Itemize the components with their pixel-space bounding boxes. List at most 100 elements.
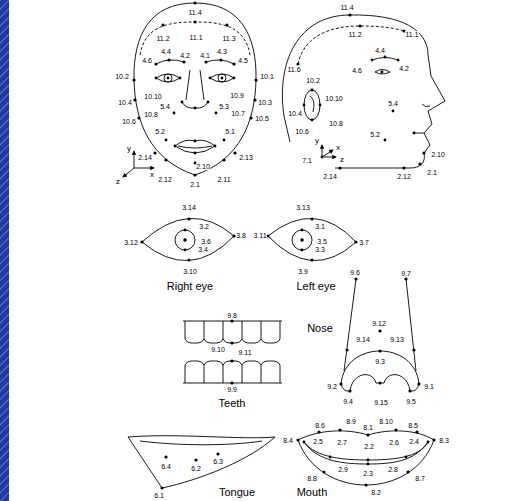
feature-point-number: 8.6 — [315, 422, 326, 429]
front-face-drawing — [178, 146, 212, 148]
feature-point — [153, 151, 156, 154]
feature-point — [358, 24, 361, 27]
feature-point-number: 2.5 — [313, 438, 324, 445]
feature-point-number: 9.1 — [424, 383, 435, 390]
feature-point-number: 9.4 — [343, 398, 354, 405]
feature-point-number: 11.1 — [405, 31, 419, 38]
feature-point-number: 9.8 — [227, 312, 238, 319]
feature-point — [367, 463, 370, 466]
feature-point — [319, 104, 322, 107]
view-caption: Teeth — [218, 398, 247, 409]
axis-letter: y — [127, 145, 132, 153]
feature-point — [378, 329, 381, 332]
feature-point-number: 10.8 — [329, 120, 344, 127]
feature-point-number: 10.2 — [115, 73, 130, 80]
view-caption: Left eye — [295, 281, 336, 292]
feature-point — [311, 89, 314, 92]
feature-point-number: 3.9 — [298, 268, 309, 275]
front-face-drawing — [164, 74, 172, 82]
feature-point — [194, 152, 197, 155]
view-caption: Nose — [306, 323, 334, 334]
feature-point — [216, 452, 219, 455]
feature-point — [296, 13, 425, 169]
feature-point-number: 10.4 — [288, 110, 303, 117]
front-face-drawing — [218, 74, 226, 82]
feature-point-number: 8.4 — [283, 437, 294, 444]
feature-point-number: 9.12 — [372, 320, 387, 327]
feature-point-number: 9.10 — [211, 346, 226, 353]
feature-point-number: 2.4 — [409, 438, 420, 445]
feature-point — [193, 173, 196, 176]
feature-point-number: 3.3 — [315, 246, 326, 253]
feature-point — [329, 456, 332, 459]
front-face-drawing — [134, 3, 256, 175]
feature-point-number: 8.7 — [415, 475, 426, 482]
feature-point — [184, 229, 187, 232]
feature-point — [184, 249, 187, 252]
feature-point — [394, 428, 397, 431]
feature-point-number: 7.1 — [302, 157, 313, 164]
front-face-drawing — [156, 74, 180, 82]
feature-point-number: 3.10 — [183, 268, 198, 275]
axis-letter: z — [116, 178, 121, 186]
feature-point-number: 10.10 — [144, 93, 163, 100]
front-face-drawing — [186, 70, 190, 100]
feature-point — [348, 389, 351, 392]
feature-point — [214, 145, 217, 148]
feature-point — [132, 78, 135, 81]
feature-point — [412, 348, 415, 351]
profile-face-drawing — [282, 15, 445, 168]
feature-point-number: 8.1 — [363, 424, 374, 431]
eye-drawing — [175, 230, 195, 250]
feature-point — [133, 98, 136, 101]
feature-point-number: 3.2 — [199, 223, 210, 230]
feature-point — [230, 319, 233, 384]
feature-point — [233, 151, 236, 154]
feature-point — [230, 359, 233, 362]
feature-point-number: 2.2 — [364, 443, 375, 450]
feature-point — [194, 458, 197, 461]
mouth-drawing — [298, 431, 434, 485]
feature-point — [204, 60, 207, 63]
slide-border — [0, 0, 9, 501]
feature-point — [408, 389, 411, 392]
feature-point — [207, 101, 210, 104]
feature-point — [233, 77, 236, 80]
profile-face-drawing — [422, 104, 430, 107]
feature-point-number: 10.3 — [258, 99, 273, 106]
feature-point — [311, 119, 314, 122]
feature-point — [310, 217, 313, 220]
view-caption: Tongue — [218, 487, 256, 498]
axis-letter: x — [150, 171, 155, 179]
profile-face-drawing — [298, 26, 404, 64]
feature-point-number: 4.2 — [399, 65, 410, 72]
feature-point — [254, 78, 257, 81]
feature-point-number: 9.13 — [390, 336, 405, 343]
feature-point — [161, 23, 164, 26]
feature-point-number: 3.5 — [317, 238, 328, 245]
feature-point-number: 4.4 — [375, 47, 386, 54]
feature-point — [140, 217, 357, 261]
feature-point — [417, 382, 420, 385]
eye-drawing — [268, 218, 356, 260]
mouth-drawing — [304, 442, 428, 464]
feature-point-number: 3.14 — [182, 204, 197, 211]
feature-point-number: 3.11 — [253, 232, 267, 239]
feature-point-number: 4.2 — [180, 52, 191, 59]
feature-point-number: 10.5 — [255, 115, 270, 122]
feature-point — [165, 139, 168, 142]
feature-point — [339, 382, 342, 385]
feature-point-number: 3.1 — [315, 223, 326, 230]
feature-point-number: 9.9 — [227, 386, 238, 393]
feature-point-number: 10.10 — [325, 95, 344, 102]
feature-point-number: 9.11 — [238, 349, 252, 356]
feature-point — [219, 58, 222, 61]
feature-point-number: 11.2 — [156, 35, 170, 42]
feature-point — [164, 455, 167, 458]
feature-point — [339, 277, 420, 392]
feature-point-number: 2.10 — [196, 163, 211, 170]
feature-point — [354, 240, 357, 243]
feature-point — [173, 112, 176, 115]
feature-point-number: 2.1 — [427, 169, 438, 176]
profile-face-drawing — [282, 15, 445, 168]
